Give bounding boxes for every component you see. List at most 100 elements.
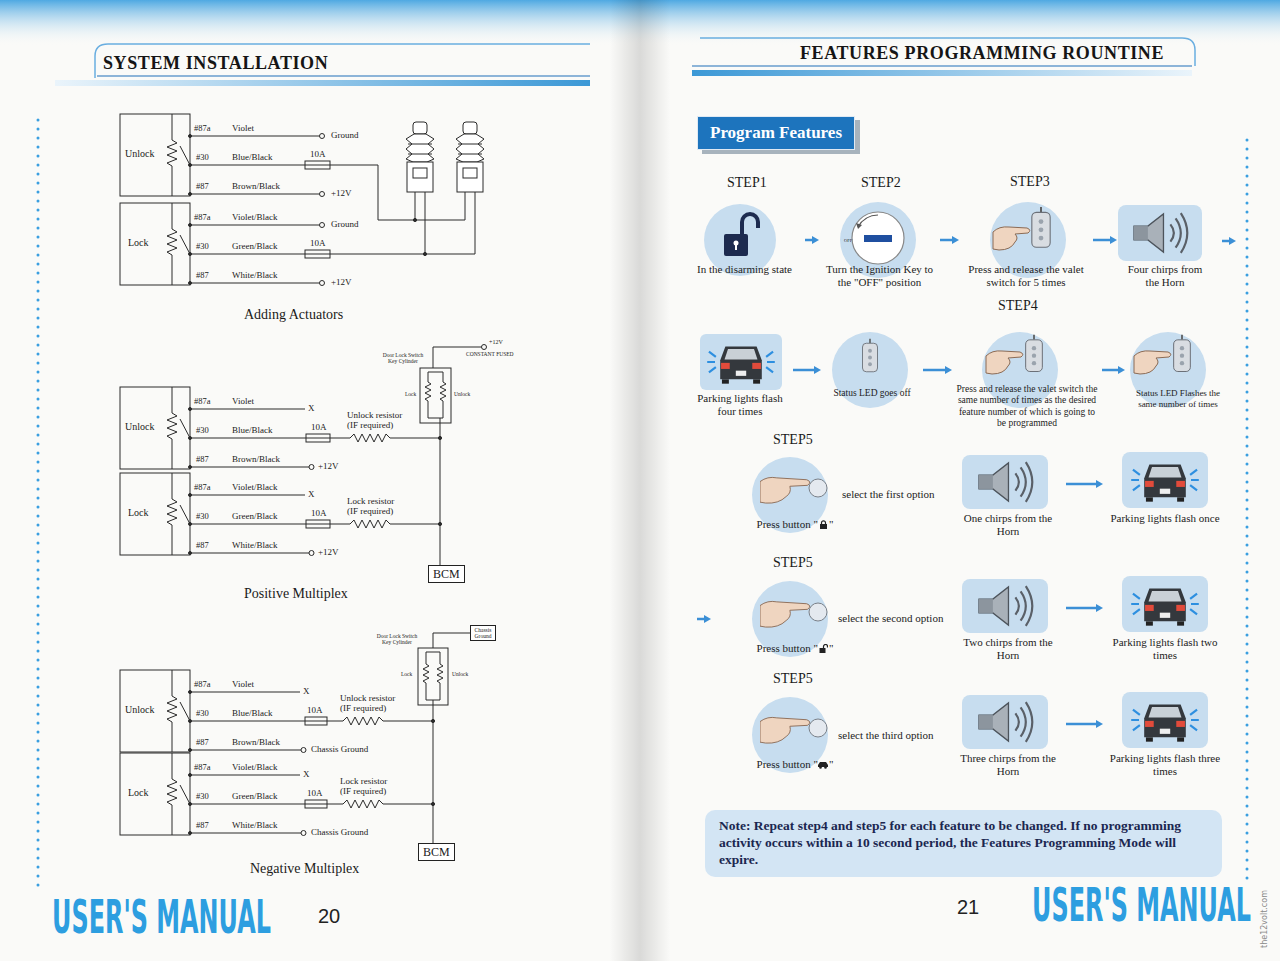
wire-label: Lock resistor (IF required) [347, 497, 407, 517]
wiring-diagram [438, 436, 441, 439]
step-icon [1229, 237, 1236, 245]
step-icon [1122, 452, 1208, 508]
wire-label: Lock resistor (IF required) [340, 777, 400, 797]
section-banner: Program Features [697, 116, 855, 150]
wire-label: 10A [310, 150, 326, 159]
wiring-diagram [220, 194, 320, 195]
step-label: STEP5 [773, 433, 813, 447]
door-lock-actuator [413, 168, 427, 178]
step-label: STEP2 [861, 176, 901, 190]
arrow-line [1066, 723, 1097, 726]
wire-label: Unlock [452, 672, 468, 678]
step-icon [1026, 335, 1043, 372]
button-icon [825, 766, 828, 769]
wiring-diagram [415, 192, 416, 220]
wire-label: Brown/Black [232, 182, 280, 191]
step-icon [742, 214, 758, 234]
step-node: Two chirps from the Horn [953, 579, 1063, 662]
wiring-diagram [309, 551, 314, 556]
step-node: Turn the Ignition Key to the "OFF" posit… [822, 204, 937, 289]
wire-label: CONSTANT FUSED [466, 352, 514, 358]
wire-label: Unlock [454, 392, 470, 398]
flow-arrow [793, 366, 821, 374]
page-heading: FEATURES PROGRAMMING ROUNTINE [800, 44, 1164, 62]
wiring-diagram [330, 192, 475, 254]
wiring-diagram [305, 254, 330, 255]
step-node: Press and release the valet switch the s… [955, 332, 1099, 430]
button-icon [820, 766, 823, 769]
arrow-line [1066, 607, 1097, 610]
step-icon [809, 719, 827, 737]
node-text: Status LED Flashes the same number of ti… [1128, 388, 1228, 410]
door-lock-actuator [413, 122, 427, 134]
wiring-diagram [220, 165, 305, 166]
arrow-head [1096, 480, 1103, 488]
dotted-margin-line [1246, 140, 1249, 880]
wire-label: #30 [196, 792, 209, 801]
wire-label: Chassis Ground [311, 745, 368, 754]
wire-label: 10A [307, 789, 323, 798]
step-icon [852, 212, 904, 264]
wire-label: 10A [311, 423, 327, 432]
door-lock-actuator [406, 122, 484, 192]
wire-label: #87a [194, 763, 211, 772]
wiring-diagram [330, 165, 465, 220]
option-text: select the third option [838, 730, 934, 741]
wire-label: #87 [196, 541, 209, 550]
wiring-diagram [440, 423, 441, 565]
step-icon [735, 244, 737, 250]
wiring-diagram [220, 438, 306, 439]
step-icon [979, 586, 1032, 626]
wiring-diagram [220, 833, 301, 834]
option-text: select the first option [842, 489, 935, 500]
arrow-head [1118, 366, 1125, 374]
wiring-diagram [220, 750, 301, 751]
wire-label: Ground [331, 220, 359, 229]
wire-label: #30 [196, 512, 209, 521]
step-node: One chirps from the Horn [953, 455, 1063, 538]
wiring-diagram [350, 434, 390, 442]
step-icon [760, 717, 810, 743]
node-text: Press button " " [747, 642, 843, 655]
node-text: One chirps from the Horn [953, 512, 1063, 538]
step-node: Parking lights flash three times [1106, 692, 1224, 778]
wire-label: Unlock resistor (IF required) [347, 411, 415, 431]
wire-label: Violet/Black [232, 763, 277, 772]
step-icon [1122, 576, 1208, 632]
wire-label: #87a [194, 680, 211, 689]
arrow-head [952, 236, 959, 244]
step-icon [724, 234, 748, 256]
node-text: Note: Repeat step4 and step5 for each fe… [719, 818, 1208, 869]
wiring-diagram [420, 368, 451, 423]
step-label: STEP5 [773, 556, 813, 570]
button-icon [818, 762, 828, 767]
arrow-head [814, 366, 821, 374]
step-icon [1131, 588, 1199, 625]
wire-label: #87 [196, 821, 209, 830]
step-icon [1131, 704, 1199, 741]
step-icon [1134, 351, 1171, 374]
arrow-line [1102, 369, 1119, 372]
ground-box: Chassis Ground [470, 625, 496, 641]
wire-label: Unlock resistor (IF required) [340, 694, 408, 714]
wiring-diagram [220, 136, 320, 137]
wiring-diagram [433, 347, 482, 368]
wiring-diagram [301, 748, 306, 753]
wire-label: #87 [196, 182, 209, 191]
step-icon [1134, 213, 1187, 253]
header-frame [95, 44, 590, 78]
flow-arrow [1066, 720, 1103, 728]
button-icon [820, 524, 827, 529]
node-text: Chassis Ground [472, 627, 494, 639]
page-number: 21 [957, 897, 979, 917]
node-text: Status LED goes off [824, 388, 920, 399]
flow-arrow [1066, 480, 1103, 488]
wire-label: Green/Black [232, 242, 277, 251]
step-label: STEP3 [1010, 175, 1050, 189]
step-icon [979, 462, 1032, 502]
wire-label: X [308, 404, 315, 413]
node-text: Press and release the valet switch the s… [955, 384, 1099, 430]
wire-label: Brown/Black [232, 455, 280, 464]
option-text: select the second option [838, 613, 943, 624]
wire-label: X [303, 770, 310, 779]
